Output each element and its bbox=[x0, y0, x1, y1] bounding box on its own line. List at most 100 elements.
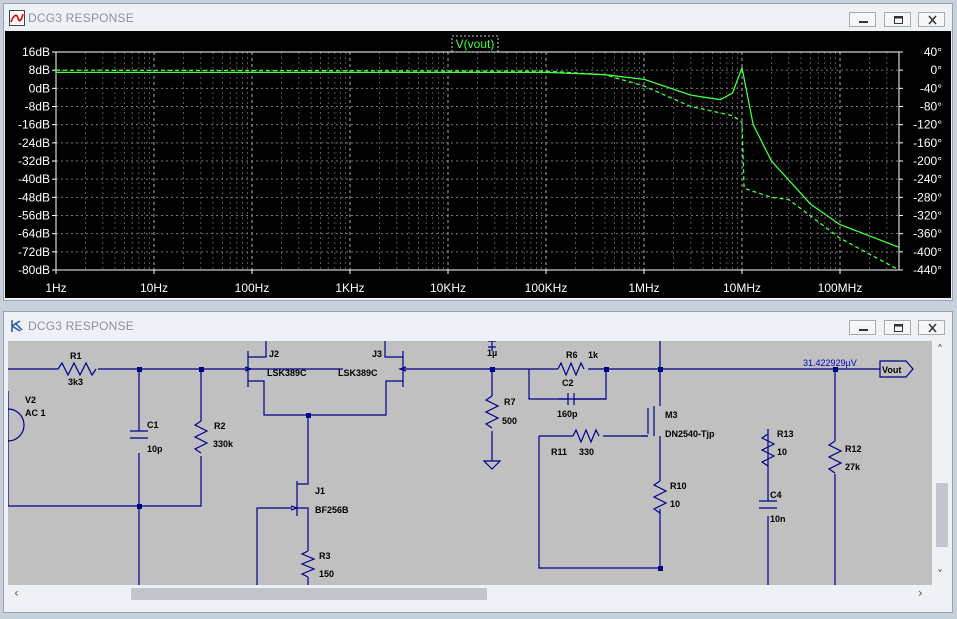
r6-name: R6 bbox=[566, 350, 578, 360]
close-button[interactable] bbox=[918, 320, 945, 335]
j2-value: LSK389C bbox=[267, 368, 307, 378]
minimize-button[interactable] bbox=[849, 12, 876, 27]
trace-label-box bbox=[451, 35, 499, 53]
y-left-tick-label: 0dB bbox=[29, 81, 50, 95]
scroll-left-icon[interactable]: ‹ bbox=[14, 586, 19, 600]
y-axis-right-ticks: 40°0°-40°-80°-120°-160°-200°-240°-280°-3… bbox=[899, 45, 942, 277]
y-right-tick-label: -160° bbox=[913, 136, 942, 150]
x-tick-label: 10KHz bbox=[430, 281, 466, 295]
vertical-scrollbar[interactable]: ˄ ˅ bbox=[934, 341, 950, 585]
c4-value: 10n bbox=[770, 514, 786, 524]
maximize-icon bbox=[894, 324, 903, 332]
vout-voltage-reading: 31.422929µV bbox=[803, 358, 857, 368]
resistor-r7 bbox=[484, 395, 500, 429]
m3-value: DN2540-Tjp bbox=[665, 429, 715, 439]
resistor-r11 bbox=[572, 428, 600, 444]
plot-window-title: DCG3 RESPONSE bbox=[28, 11, 134, 25]
bode-plot[interactable]: 16dB 8dB 0dB -8dB -16dB -24dB -32dB -40dB -48dB -… bbox=[5, 31, 951, 298]
phase-trace[interactable] bbox=[55, 69, 900, 271]
x-tick-label: 10Hz bbox=[140, 281, 168, 295]
j1-value: BF256B bbox=[315, 505, 349, 515]
x-tick-label: 1KHz bbox=[335, 281, 364, 295]
r3-value: 150 bbox=[319, 569, 334, 579]
y-left-tick-label: -24dB bbox=[18, 136, 50, 150]
gate-arrow-j1 bbox=[290, 505, 299, 511]
horizontal-scrollbar[interactable]: ‹ › bbox=[8, 585, 932, 602]
y-left-tick-label: 16dB bbox=[22, 45, 50, 59]
capacitor-1u bbox=[488, 341, 496, 348]
scroll-up-icon[interactable]: ˄ bbox=[937, 343, 943, 357]
capacitor-c1 bbox=[130, 430, 148, 439]
y-left-tick-label: -40dB bbox=[18, 172, 50, 186]
schematic-svg: R1 3k3 V2 AC 1 C1 10p R2 330k J2 LSK389C… bbox=[8, 341, 914, 585]
y-left-tick-label: -16dB bbox=[18, 118, 50, 132]
gate-arrow-j3 bbox=[398, 366, 407, 372]
resistor-r1 bbox=[57, 361, 97, 377]
schematic-window: DCG3 RESPONSE bbox=[3, 311, 953, 613]
net-port-vout bbox=[879, 360, 914, 378]
r12-name: R12 bbox=[845, 444, 862, 454]
trace-label[interactable]: V(vout) bbox=[456, 37, 495, 51]
vout-net-label[interactable]: Vout bbox=[882, 365, 901, 375]
vertical-scroll-thumb[interactable] bbox=[936, 483, 948, 547]
close-button[interactable] bbox=[918, 12, 945, 27]
plot-window-titlebar[interactable]: DCG3 RESPONSE bbox=[4, 4, 952, 31]
gate-arrow-j2 bbox=[244, 366, 253, 372]
capacitor-c2 bbox=[567, 393, 575, 405]
x-tick-label: 1Hz bbox=[45, 281, 66, 295]
resistor-r6 bbox=[557, 361, 585, 377]
y-right-tick-label: -120° bbox=[913, 118, 942, 132]
plot-grid bbox=[56, 52, 900, 270]
y-left-tick-label: -8dB bbox=[25, 100, 50, 114]
schematic-window-titlebar[interactable]: DCG3 RESPONSE bbox=[4, 312, 952, 339]
minimize-icon bbox=[859, 329, 868, 331]
schematic-canvas[interactable]: R1 3k3 V2 AC 1 C1 10p R2 330k J2 LSK389C… bbox=[8, 341, 932, 585]
y-left-tick-label: -32dB bbox=[18, 154, 50, 168]
minimize-button[interactable] bbox=[849, 320, 876, 335]
y-left-tick-label: -48dB bbox=[18, 190, 50, 204]
scroll-down-icon[interactable]: ˅ bbox=[937, 568, 943, 582]
scroll-right-icon[interactable]: › bbox=[918, 586, 923, 600]
x-tick-label: 100MHz bbox=[818, 281, 863, 295]
y-left-tick-label: -56dB bbox=[18, 209, 50, 223]
r13-value: 10 bbox=[777, 447, 787, 457]
schematic-window-title: DCG3 RESPONSE bbox=[28, 319, 134, 333]
j3-value: LSK389C bbox=[338, 368, 378, 378]
y-right-tick-label: 40° bbox=[924, 45, 942, 59]
resistor-r12 bbox=[827, 440, 843, 474]
horizontal-scroll-thumb[interactable] bbox=[131, 588, 487, 600]
cap-1u-value: 1µ bbox=[487, 348, 497, 358]
c1-name: C1 bbox=[147, 420, 159, 430]
schematic-icon bbox=[11, 320, 23, 332]
component-symbols bbox=[8, 341, 914, 578]
y-left-tick-label: 8dB bbox=[29, 63, 50, 77]
c2-name: C2 bbox=[562, 378, 574, 388]
x-tick-label: 100KHz bbox=[525, 281, 568, 295]
c4-name: C4 bbox=[770, 490, 782, 500]
r2-name: R2 bbox=[214, 421, 226, 431]
r1-value: 3k3 bbox=[68, 377, 83, 387]
c1-value: 10p bbox=[147, 444, 163, 454]
r11-name: R11 bbox=[551, 447, 567, 457]
y-right-tick-label: -280° bbox=[913, 190, 942, 204]
maximize-icon bbox=[894, 16, 903, 24]
y-right-tick-label: -200° bbox=[913, 154, 942, 168]
maximize-button[interactable] bbox=[884, 12, 911, 27]
y-right-tick-label: -320° bbox=[913, 209, 942, 223]
resistor-r3 bbox=[300, 550, 316, 578]
r10-value: 10 bbox=[670, 499, 680, 509]
plot-traces bbox=[55, 65, 900, 271]
maximize-button[interactable] bbox=[884, 320, 911, 335]
waveform-icon bbox=[9, 10, 25, 26]
v2-value: AC 1 bbox=[25, 408, 46, 418]
r6-value: 1k bbox=[588, 350, 599, 360]
close-icon bbox=[928, 15, 937, 25]
r12-value: 27k bbox=[845, 462, 861, 472]
y-right-tick-label: -40° bbox=[920, 81, 942, 95]
m3-name: M3 bbox=[665, 410, 678, 420]
r3-name: R3 bbox=[319, 551, 331, 561]
y-left-tick-label: -72dB bbox=[18, 245, 50, 259]
y-right-tick-label: -440° bbox=[913, 263, 942, 277]
r11-value: 330 bbox=[579, 447, 594, 457]
